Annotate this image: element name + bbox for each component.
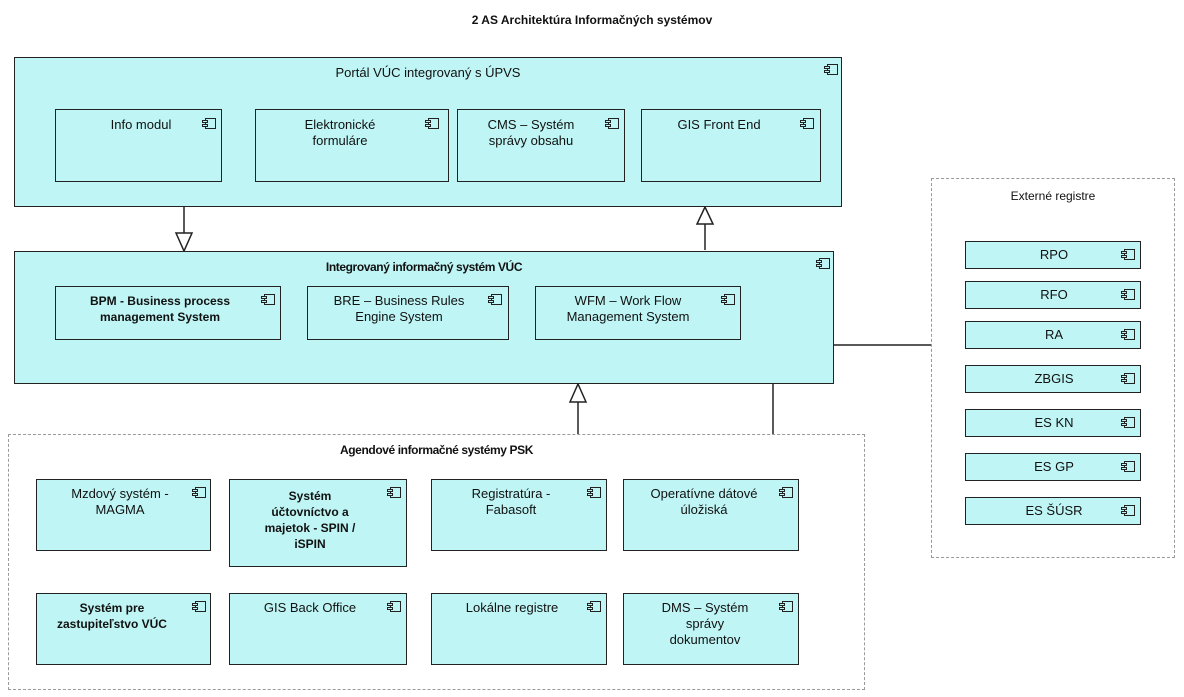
register-zbgis[interactable]: ZBGIS (965, 365, 1141, 393)
component-icon (387, 601, 401, 612)
component-icon (1121, 249, 1135, 260)
component-icon (1121, 417, 1135, 428)
portal-vuc-component[interactable]: Portál VÚC integrovaný s ÚPVS Info modul… (14, 57, 842, 207)
agenda-is-title: Agendové informačné systémy PSK (339, 443, 533, 457)
component-icon (587, 601, 601, 612)
external-registers-group: Externé registre RPO RFO RA ZBGIS ES KN … (931, 178, 1175, 558)
mzdovy-system-label: Mzdový systém - MAGMA (71, 486, 169, 517)
gis-front-end-label: GIS Front End (677, 117, 761, 132)
component-icon (816, 258, 830, 269)
component-icon (779, 601, 793, 612)
bre-label: BRE – Business Rules Engine System (333, 293, 465, 324)
operativne-ulozisko-label: Operatívne dátové úložiská (650, 486, 758, 517)
info-modul-label: Info modul (110, 117, 172, 132)
component-icon (488, 294, 502, 305)
register-ra[interactable]: RA (965, 321, 1141, 349)
lokalne-registre-component[interactable]: Lokálne registre (431, 593, 607, 665)
register-es-gp-label: ES GP (1034, 459, 1074, 474)
operativne-ulozisko-component[interactable]: Operatívne dátové úložiská (623, 479, 799, 551)
component-icon (1121, 505, 1135, 516)
component-icon (202, 118, 216, 129)
component-icon (192, 601, 206, 612)
component-icon (605, 118, 619, 129)
register-zbgis-label: ZBGIS (1034, 371, 1074, 386)
page-title: 2 AS Architektúra Informačných systémov (471, 13, 713, 27)
zastupitelstvo-label: Systém pre zastupiteľstvo VÚC (57, 601, 167, 631)
wfm-component[interactable]: WFM – Work Flow Management System (535, 286, 741, 340)
register-es-kn-label: ES KN (1034, 415, 1074, 430)
lokalne-registre-label: Lokálne registre (465, 600, 559, 615)
gis-front-end-component[interactable]: GIS Front End (641, 109, 821, 182)
component-icon (387, 487, 401, 498)
integrated-is-component[interactable]: Integrovaný informačný systém VÚC BPM - … (14, 251, 834, 384)
dms-component[interactable]: DMS – Systém správy dokumentov (623, 593, 799, 665)
component-icon (1121, 289, 1135, 300)
elektronicke-formulare-component[interactable]: Elektronické formuláre (255, 109, 449, 182)
register-es-gp[interactable]: ES GP (965, 453, 1141, 481)
register-ra-label: RA (1044, 327, 1064, 342)
arrowhead-iis-to-portal (695, 205, 715, 225)
info-modul-component[interactable]: Info modul (55, 109, 222, 182)
uctovnictvo-component[interactable]: Systém účtovníctvo a majetok - SPIN / iS… (229, 479, 407, 567)
external-registers-title: Externé registre (1010, 189, 1096, 203)
bre-component[interactable]: BRE – Business Rules Engine System (307, 286, 509, 340)
zastupitelstvo-component[interactable]: Systém pre zastupiteľstvo VÚC (36, 593, 211, 665)
register-rpo-label: RPO (1039, 247, 1069, 262)
component-icon (192, 487, 206, 498)
wfm-label: WFM – Work Flow Management System (566, 293, 690, 324)
component-icon (1121, 329, 1135, 340)
register-rpo[interactable]: RPO (965, 241, 1141, 269)
register-es-kn[interactable]: ES KN (965, 409, 1141, 437)
component-icon (721, 294, 735, 305)
component-icon (1121, 461, 1135, 472)
register-es-susr-label: ES ŠÚSR (1025, 503, 1083, 518)
component-icon (587, 487, 601, 498)
register-rfo-label: RFO (1040, 287, 1068, 302)
component-icon (800, 118, 814, 129)
dms-label: DMS – Systém správy dokumentov (661, 600, 749, 647)
cms-component[interactable]: CMS – Systém správy obsahu (457, 109, 625, 182)
mzdovy-system-component[interactable]: Mzdový systém - MAGMA (36, 479, 211, 551)
uctovnictvo-label: Systém účtovníctvo a majetok - SPIN / iS… (264, 489, 356, 551)
integrated-is-title: Integrovaný informačný systém VÚC (325, 260, 523, 274)
portal-vuc-title: Portál VÚC integrovaný s ÚPVS (335, 65, 521, 80)
register-es-susr[interactable]: ES ŠÚSR (965, 497, 1141, 525)
arrowhead-registratura-to-iis (568, 382, 588, 403)
bpm-label: BPM - Business process management System (89, 294, 231, 324)
register-rfo[interactable]: RFO (965, 281, 1141, 309)
component-icon (824, 64, 838, 75)
gis-back-office-label: GIS Back Office (263, 600, 357, 615)
agenda-is-group: Agendové informačné systémy PSK Mzdový s… (8, 434, 865, 690)
component-icon (779, 487, 793, 498)
component-icon (261, 294, 275, 305)
gis-back-office-component[interactable]: GIS Back Office (229, 593, 407, 665)
registratura-component[interactable]: Registratúra - Fabasoft (431, 479, 607, 551)
component-icon (1121, 373, 1135, 384)
component-icon (425, 118, 439, 129)
cms-label: CMS – Systém správy obsahu (487, 117, 575, 148)
arrowhead-portal-to-iis (174, 232, 194, 253)
registratura-label: Registratúra - Fabasoft (471, 486, 551, 517)
bpm-component[interactable]: BPM - Business process management System (55, 286, 281, 340)
elektronicke-formulare-label: Elektronické formuláre (304, 117, 376, 148)
